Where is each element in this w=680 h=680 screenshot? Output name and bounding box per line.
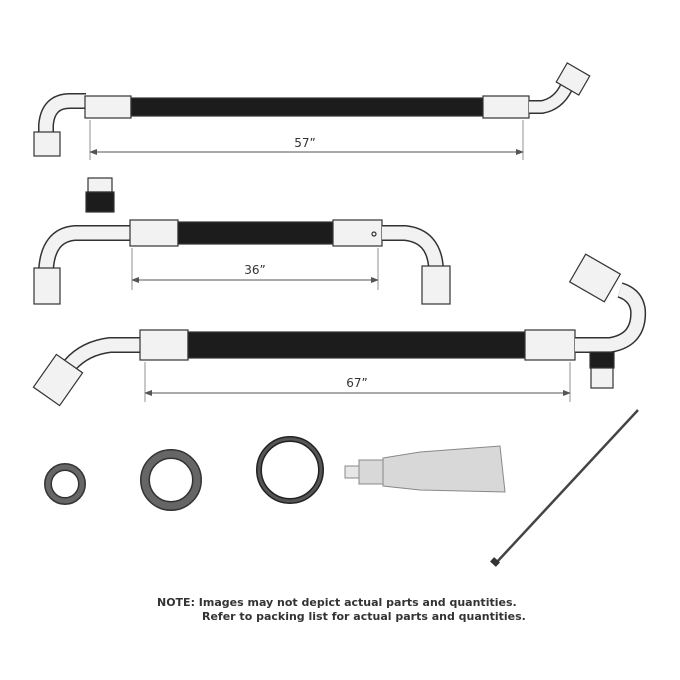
service-port-cap (590, 367, 614, 389)
ferrule (524, 329, 576, 361)
ferrule (482, 95, 530, 119)
service-port-fitting (85, 191, 115, 213)
lubricant-tube (344, 445, 506, 493)
hose-assembly-36 (33, 177, 451, 305)
hose-assembly-57 (33, 62, 591, 160)
o-ring-small (44, 463, 86, 505)
hex-nut-fitting (33, 267, 61, 305)
hose-body (187, 331, 526, 359)
ferrule (84, 95, 132, 119)
ferrule (139, 329, 189, 361)
hose-body (177, 221, 334, 245)
length-label-36: 36” (244, 263, 266, 277)
hex-nut-fitting (568, 253, 622, 303)
hex-nut-fitting (33, 131, 61, 157)
note-line-1: NOTE: Images may not depict actual parts… (157, 596, 517, 609)
ferrule (332, 219, 383, 247)
length-label-57: 57” (294, 136, 316, 150)
ferrule (129, 219, 179, 247)
service-port-fitting (589, 351, 615, 369)
o-ring-large (256, 436, 324, 504)
hex-nut-fitting (421, 265, 451, 305)
hose-assembly-67 (32, 253, 647, 407)
hose-body (130, 97, 484, 117)
length-label-67: 67” (346, 376, 368, 390)
hex-nut-fitting (555, 62, 591, 96)
hex-nut-fitting (32, 353, 84, 407)
disclaimer-note: NOTE: Images may not depict actual parts… (0, 596, 680, 624)
note-line-2: Refer to packing list for actual parts a… (202, 610, 526, 623)
zip-tie (490, 409, 639, 567)
service-port-cap (87, 177, 113, 193)
o-ring-medium (140, 449, 202, 511)
